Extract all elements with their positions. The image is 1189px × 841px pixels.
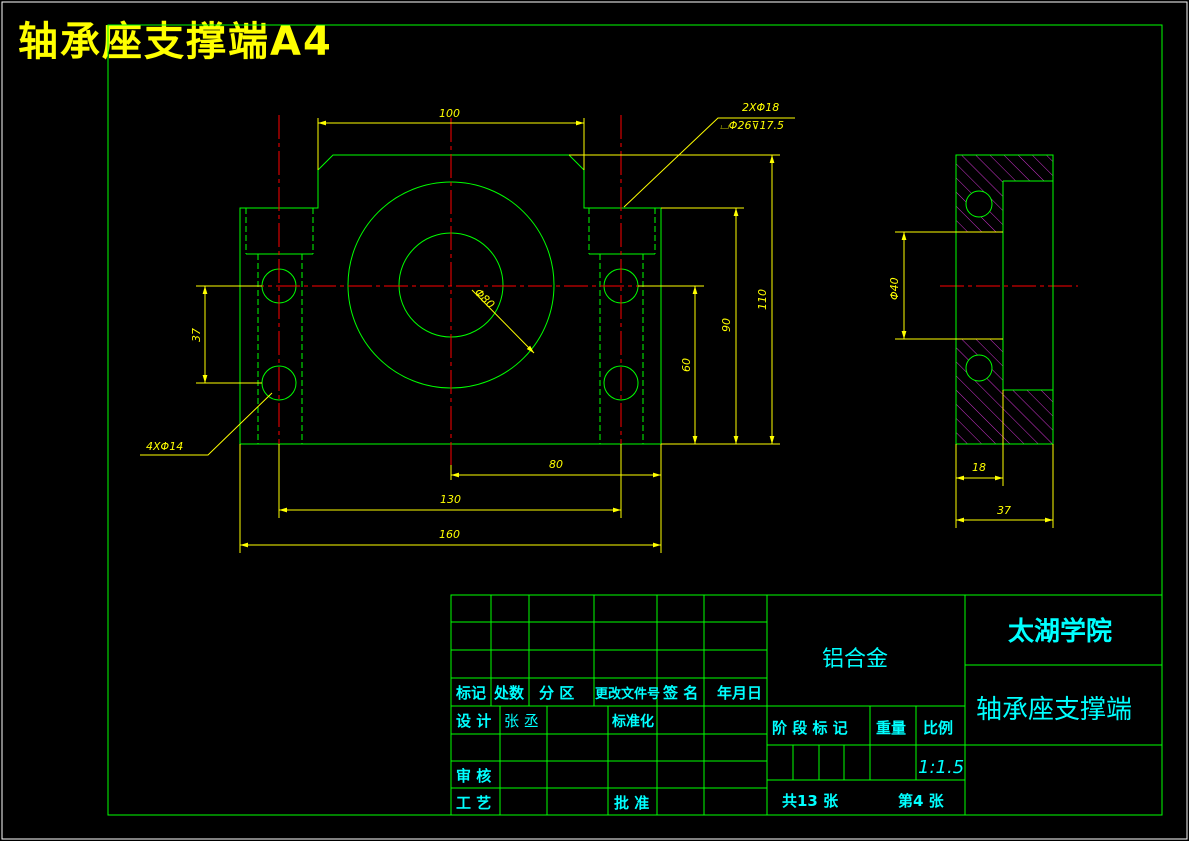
tb-header-mark: 标记 <box>455 684 486 702</box>
tb-process-label: 工 艺 <box>456 794 491 812</box>
tb-approve-label: 批 准 <box>614 794 649 812</box>
tb-header-change-doc: 更改文件号 <box>595 686 660 702</box>
side-view: Φ40 18 37 <box>888 154 1054 528</box>
tb-scale-value: 1:1.5 <box>918 757 964 778</box>
dim-top-width: 100 <box>439 107 460 120</box>
page-title: 轴承座支撑端A4 <box>18 19 333 65</box>
title-block-text: 标记 处数 分 区 更改文件号 签 名 年月日 设 计 张 丞 标准化 审 核 … <box>455 616 1132 812</box>
tb-header-zone: 分 区 <box>539 684 574 702</box>
tb-material: 铝合金 <box>822 647 888 672</box>
tb-header-sign: 签 名 <box>662 684 698 702</box>
dim-total-height: 110 <box>756 289 769 310</box>
tb-school: 太湖学院 <box>1008 616 1112 647</box>
tb-review-label: 审 核 <box>456 767 491 785</box>
dimension-lines <box>140 117 795 553</box>
dim-hole-spacing: 130 <box>440 493 461 506</box>
dim-total-width: 160 <box>439 528 460 541</box>
dim-center-height: 60 <box>680 358 693 372</box>
tb-weight-label: 重量 <box>876 719 906 737</box>
dim-hole-callout-bottom: 4XΦ14 <box>146 440 183 453</box>
tb-header-count: 处数 <box>493 684 525 702</box>
dim-side-depth: 18 <box>972 461 986 474</box>
dim-side-width: 37 <box>997 504 1011 517</box>
tb-scale-label: 比例 <box>923 719 953 737</box>
tb-sheet-total: 共13 张 <box>782 792 839 810</box>
tb-part-name: 轴承座支撑端 <box>976 695 1132 725</box>
centerlines <box>204 115 1078 465</box>
tb-header-date: 年月日 <box>717 684 762 702</box>
dim-side-diameter: Φ40 <box>888 277 901 300</box>
hole-bottom-right <box>603 365 639 401</box>
title-block <box>450 594 1163 816</box>
dim-center-to-right: 80 <box>549 458 563 471</box>
tb-sheet-no: 第4 张 <box>898 792 945 810</box>
tb-designer: 张 丞 <box>504 712 539 730</box>
tb-standardization-label: 标准化 <box>611 713 654 730</box>
dim-mid-height: 90 <box>720 318 733 332</box>
dim-vertical-spacing: 37 <box>190 328 203 342</box>
tb-design-label: 设 计 <box>456 712 491 730</box>
dim-hole-callout-line2: ⌴Φ26⊽17.5 <box>720 119 784 132</box>
dim-bore-diameter: Φ80 <box>472 286 497 311</box>
dim-hole-callout-line1: 2XΦ18 <box>742 101 779 114</box>
tb-stage-label: 阶 段 标 记 <box>772 719 848 737</box>
